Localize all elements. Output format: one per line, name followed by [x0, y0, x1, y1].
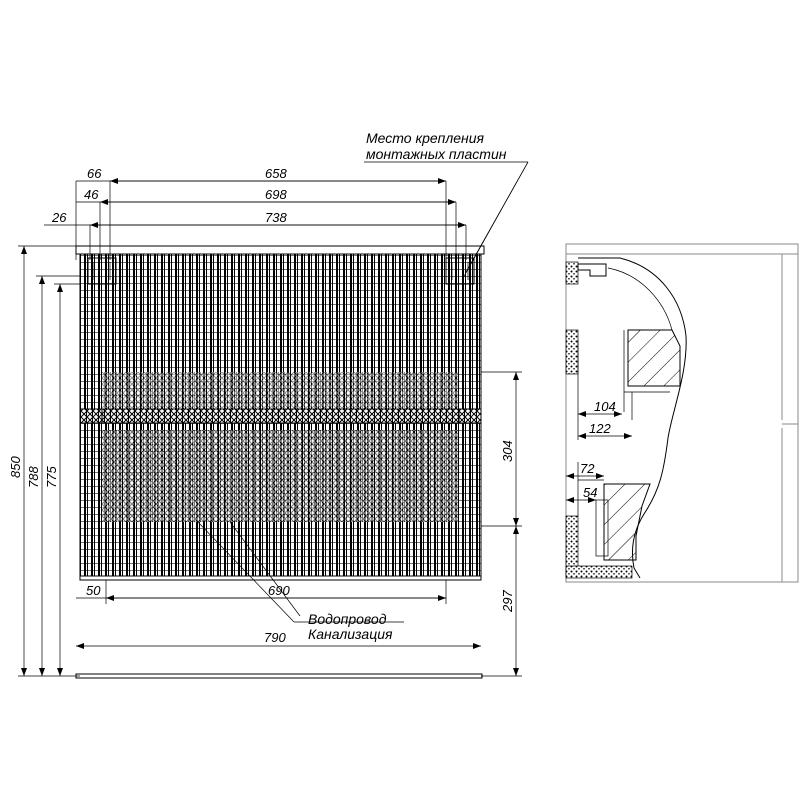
countertop: [75, 245, 485, 255]
dim-658: 658: [265, 166, 287, 181]
siphon-lower: [603, 483, 651, 561]
siphon-lower-inner: [595, 499, 609, 557]
dim-72: 72: [580, 461, 595, 476]
dim-66: 66: [87, 166, 102, 181]
left-dimensions: 850 788 775: [8, 245, 80, 677]
note-sewer: Канализация: [308, 626, 393, 642]
side-view: 104 122 72 54: [565, 243, 799, 583]
dim-104: 104: [594, 399, 616, 414]
dim-50: 50: [86, 583, 101, 598]
bottom-dimensions: 50 690 790: [76, 580, 481, 649]
floor-line: [75, 673, 483, 679]
mounting-note-line2: монтажных пластин: [366, 146, 507, 162]
dim-850: 850: [8, 456, 23, 478]
dim-297: 297: [500, 590, 515, 613]
dim-122: 122: [589, 421, 611, 436]
drawer-gap: [79, 408, 482, 424]
siphon-upper: [627, 329, 681, 387]
dim-788: 788: [26, 466, 41, 488]
wall-upper: [565, 329, 579, 375]
mounting-note-line1: Место крепления: [366, 130, 485, 146]
front-view: [75, 245, 485, 679]
right-dimensions: 304 297: [481, 371, 522, 677]
dim-790: 790: [264, 630, 286, 645]
basin-profile-inner: [607, 267, 673, 331]
dim-698: 698: [265, 187, 287, 202]
dim-26: 26: [51, 210, 67, 225]
note-water: Водопровод: [308, 611, 387, 627]
lower-drawer-pattern: [102, 430, 459, 522]
mounting-note: Место крепления монтажных пластин: [364, 130, 529, 281]
dim-775: 775: [44, 466, 59, 488]
cabinet-base: [79, 575, 482, 581]
plumbing-note: Водопровод Канализация: [195, 519, 404, 642]
dim-738: 738: [265, 210, 287, 225]
floor-strip: [565, 565, 633, 579]
top-dimensions: 66 658 46 698 26 738: [44, 166, 467, 260]
mounting-plate-right: [445, 257, 475, 285]
mounting-plate-left: [87, 257, 117, 285]
dim-304: 304: [500, 440, 515, 462]
drawer-gap-right-block: [458, 408, 482, 424]
upper-drawer-pattern: [102, 372, 459, 408]
side-outer-box: [565, 243, 799, 583]
dim-46: 46: [84, 187, 99, 202]
dim-54: 54: [583, 485, 597, 500]
top-bracket: [577, 263, 607, 277]
drawer-gap-left-block: [79, 408, 103, 424]
dim-690: 690: [268, 583, 290, 598]
wall-top: [565, 261, 579, 285]
